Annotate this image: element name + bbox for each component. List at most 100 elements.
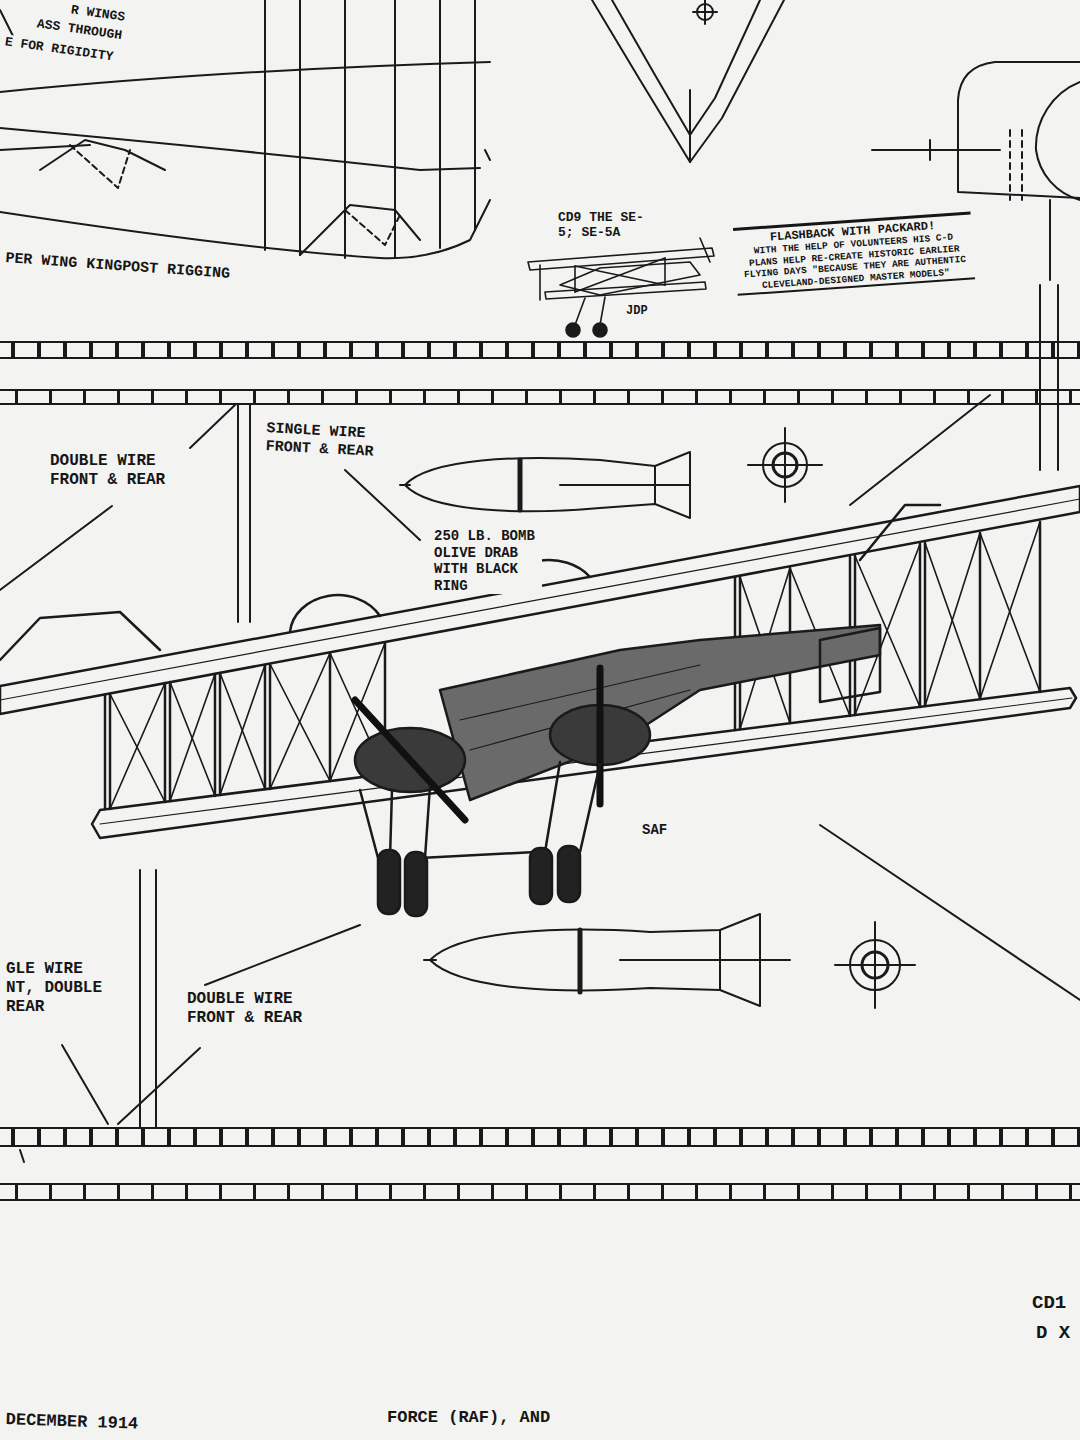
bomber-illustration: [164, 683, 167, 802]
callout-label: CD9 THE SE-5; SE-5A: [556, 210, 650, 241]
fuselage-section: [612, 0, 760, 135]
wing-plan: [0, 62, 490, 92]
bomber-illustration: [545, 762, 560, 852]
kingpost-rigging: [345, 210, 400, 245]
se5-thumbnail: [574, 266, 576, 292]
bomber-illustration: [919, 544, 922, 707]
se5-thumbnail: [566, 323, 580, 337]
bomber-illustration: [170, 674, 215, 801]
bomber-illustration: [405, 852, 427, 916]
callout-label: CD1: [1030, 1292, 1068, 1314]
bomber-illustration: [820, 628, 880, 702]
strut-and-leader: [118, 1048, 200, 1124]
engine-view: [1049, 200, 1051, 280]
strut-and-leader: [820, 825, 1080, 1000]
callout-label: PER WING KINGPOST RIGGING: [3, 250, 233, 284]
bomber-illustration: [530, 848, 552, 904]
strut-and-leader: [0, 506, 112, 590]
info-panel: FLASHBACK WITH PACKARD!WITH THE HELP OF …: [733, 211, 975, 295]
bomber-illustration: [290, 595, 380, 632]
se5-thumbnail: [664, 258, 666, 285]
callout-label: 250 LB. BOMB OLIVE DRAB WITH BLACK RING: [432, 528, 542, 594]
strut-and-leader: [0, 285, 1080, 1162]
strut-and-leader: [205, 925, 360, 985]
bomb-drawing: [560, 484, 690, 486]
strut-and-leader: [139, 870, 141, 1128]
bomber-illustration: [425, 786, 430, 858]
strut-and-leader: [190, 404, 236, 448]
bomber-illustration: [329, 653, 332, 781]
bomber-illustration: [378, 850, 400, 914]
bomb-drawing: [424, 959, 436, 961]
bomber-illustration: [0, 612, 160, 660]
bomber-illustration: [924, 543, 927, 706]
wing-plan: [264, 0, 266, 250]
plan-drawing: [0, 0, 1080, 1200]
strut-and-leader: [62, 1045, 108, 1124]
kingpost-rigging: [300, 205, 420, 255]
wing-plan: [0, 200, 490, 258]
wing-plan: [439, 0, 441, 248]
se5-thumbnail: [700, 238, 710, 262]
bomber-illustration: [220, 665, 265, 795]
kingpost-rigging: [70, 145, 130, 188]
bomber-illustration: [219, 673, 222, 795]
bomb-drawing: [719, 930, 721, 990]
bomber-illustration: [979, 533, 982, 699]
se5-thumbnail: [593, 323, 607, 337]
callout-label: DOUBLE WIRE FRONT & REAR: [185, 990, 310, 1028]
rib-strip: [0, 1184, 1080, 1200]
strut-and-leader: [1039, 285, 1041, 470]
callout-label: JDP: [624, 304, 650, 318]
bomb-drawing: [518, 460, 523, 510]
fuselage-section: [689, 90, 691, 162]
fuselage-section: [592, 0, 784, 162]
bomber-illustration: [355, 700, 465, 820]
kingpost-rigging: [485, 150, 490, 160]
bomber-illustration: [390, 790, 392, 858]
se5-thumbnail: [539, 265, 541, 300]
bomber-illustration: [597, 668, 604, 804]
bomber-illustration: [109, 694, 112, 809]
fuselage-section: [592, 0, 784, 162]
callout-label: GLE WIRE NT, DOUBLE REAR: [4, 960, 110, 1017]
bomber-illustration: [1039, 522, 1042, 692]
bomber-illustration: [360, 790, 378, 858]
bomber-illustration: [169, 682, 172, 801]
fuselage-section: [704, 0, 706, 24]
engine-view: [958, 62, 1080, 198]
bomber-illustration: [558, 846, 580, 902]
bomber-illustration: [92, 688, 1076, 838]
bomber-illustration: [580, 764, 600, 852]
bomber-illustration: [110, 694, 165, 802]
se5-thumbnail: [575, 298, 585, 325]
callout-label: DOUBLE WIRE FRONT & REAR: [48, 452, 173, 490]
kingpost-rigging: [40, 140, 490, 255]
bomber-illustration: [264, 665, 267, 789]
bomber-illustration: [440, 625, 880, 800]
wing-plan: [344, 0, 346, 258]
bomber-illustration: [214, 674, 217, 796]
bomber-illustration: [270, 653, 330, 789]
bomb-drawing: [400, 484, 410, 486]
engine-view: [1036, 82, 1080, 200]
rib-strip: [0, 342, 1080, 358]
wing-plan: [474, 0, 476, 230]
callout-label: FORCE (RAF), AND: [385, 1408, 552, 1428]
bomber-illustration: [0, 486, 1080, 916]
engine-view: [929, 140, 931, 160]
callout-label: DECEMBER 1914: [3, 1410, 140, 1435]
bomb-drawing: [578, 930, 583, 992]
bomber-illustration: [110, 683, 165, 809]
engine-view: [1009, 130, 1011, 200]
wing-plan: [299, 0, 301, 255]
rib-strip: [0, 390, 1080, 404]
callout-label: SAF: [640, 822, 669, 839]
bomber-illustration: [420, 852, 535, 858]
rib-strip: [0, 342, 1080, 1200]
strut-and-leader: [237, 404, 239, 622]
wing-plan: [0, 128, 480, 170]
strut-and-leader: [20, 1150, 24, 1162]
bomber-illustration: [104, 695, 107, 809]
strut-and-leader: [1057, 285, 1059, 470]
